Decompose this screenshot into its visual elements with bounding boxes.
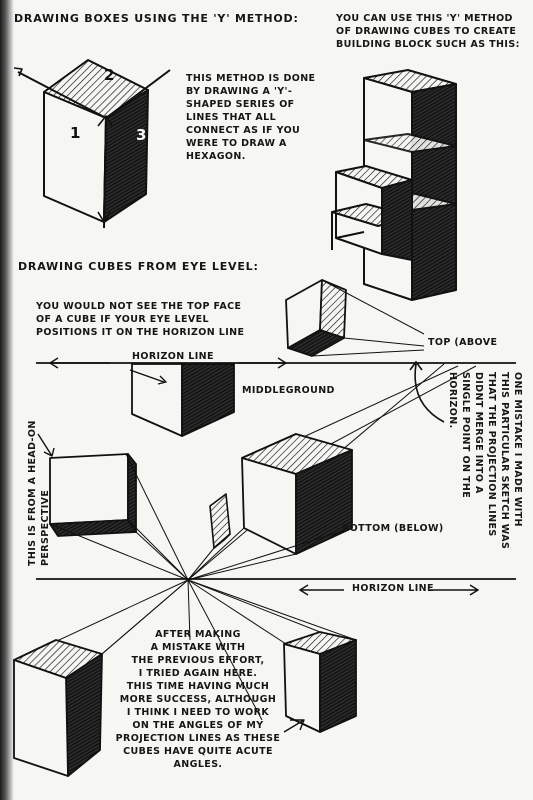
page-edge-shadow — [0, 0, 14, 800]
cube-below-horizon — [187, 363, 477, 581]
label-bottom-below: Bottom (below) — [342, 523, 444, 534]
cube-bottom-right — [283, 631, 357, 733]
after-mistake-note: After making a mistake with the previous… — [115, 629, 281, 770]
face-label-3: 3 — [136, 126, 147, 144]
building-blocks-intro: You can use this 'y' method of drawing c… — [336, 13, 520, 50]
y-method-note: This method is done by drawing a 'y'- sh… — [186, 73, 316, 162]
horizon-line-label-top: Horizon line — [132, 351, 214, 362]
cube-bottom-left — [13, 639, 103, 777]
horizon-lines — [36, 357, 516, 596]
cube-sliver — [209, 493, 231, 549]
horizon-line-label-bottom: Horizon line — [352, 583, 434, 594]
y-method-cube — [13, 59, 171, 229]
face-label-1: 1 — [70, 124, 81, 142]
top-face-note: You would not see the top face of a cube… — [36, 301, 245, 338]
annotation-arrows — [409, 360, 445, 423]
head-on-note: This is from a head-on perspective — [27, 420, 51, 566]
label-middleground: Middleground — [242, 385, 335, 396]
face-label-2: 2 — [104, 66, 115, 84]
cube-head-on — [37, 433, 137, 537]
cube-middleground — [129, 363, 235, 437]
label-top-above: Top (above — [428, 337, 498, 348]
mistake-note: One mistake I made with this particular … — [447, 372, 523, 550]
section3-title: Drawing cubes from eye level: — [18, 260, 259, 273]
cube-above-horizon — [285, 279, 425, 357]
projection-lines-fan — [15, 453, 357, 721]
section1-title: Drawing boxes using the 'y' method: — [14, 12, 299, 25]
building-blocks — [331, 69, 457, 301]
